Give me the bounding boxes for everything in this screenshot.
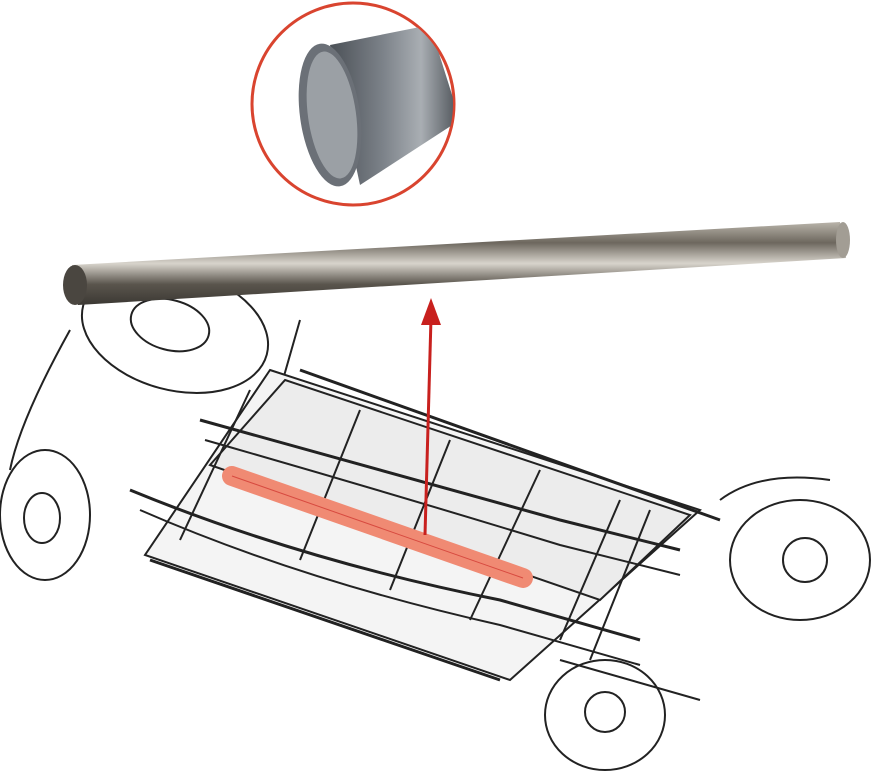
rear-left-wheel [0,449,91,581]
front-right-wheel [729,499,871,621]
tube-detail-inset [250,1,456,207]
stainless-tube [63,222,850,305]
rear-right-wheel [544,659,666,771]
chassis-line-drawing [0,266,871,771]
pointer-arrow [421,298,441,536]
